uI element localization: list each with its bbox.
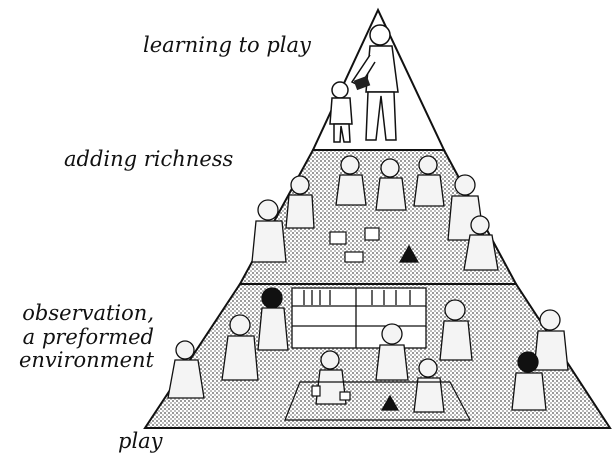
children-group-middle bbox=[251, 155, 499, 271]
book bbox=[353, 75, 371, 91]
children-group-bottom bbox=[167, 287, 569, 413]
label-adding-richness: adding richness bbox=[64, 147, 234, 171]
floor-mat bbox=[284, 381, 471, 421]
adult-figure bbox=[350, 24, 399, 141]
blocks bbox=[329, 227, 420, 263]
label-learning-to-play: learning to play bbox=[143, 33, 311, 57]
label-observation-line-3: environment bbox=[18, 348, 154, 373]
bookshelf bbox=[291, 287, 427, 349]
toddler-figure bbox=[329, 81, 353, 143]
label-observation-line-1: observation, bbox=[22, 301, 154, 325]
label-observation: observation, a preformed environment bbox=[18, 301, 154, 373]
label-observation-line-2: a preformed bbox=[22, 324, 154, 349]
label-play: play bbox=[118, 429, 163, 453]
